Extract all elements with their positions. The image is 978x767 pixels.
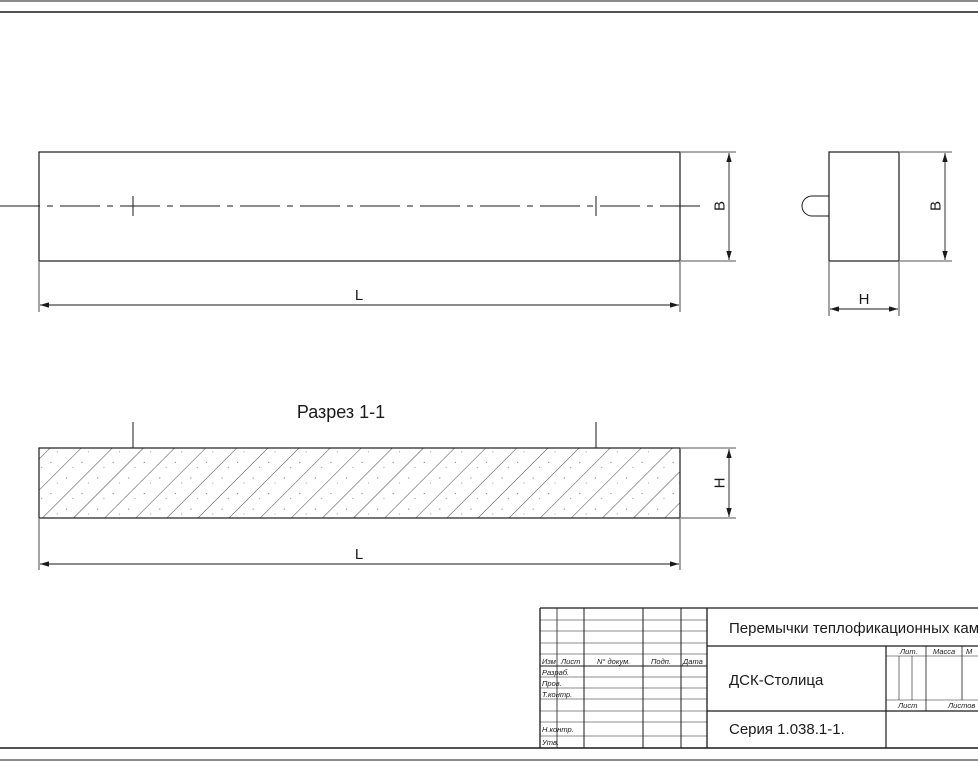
tb-role-norm-control: Н.контр. (542, 725, 574, 734)
tb-label-mass: Масса (933, 647, 955, 656)
tb-series: Серия 1.038.1-1. (729, 721, 845, 738)
front-height-label: B (712, 201, 729, 211)
section-view: Разрез 1-1 H L (38, 402, 736, 570)
tb-header-doc-no: N° докум. (597, 657, 630, 666)
section-outline (38, 447, 681, 519)
side-view: B H (801, 151, 952, 316)
tb-role-developer: Разраб. (542, 668, 569, 677)
front-view-outline (38, 151, 681, 262)
tb-header-date: Дата (682, 657, 703, 666)
tb-role-approved: Утв. (541, 738, 559, 747)
tb-role-tech-control: Т.контр. (542, 690, 572, 699)
lifting-loop (801, 195, 829, 217)
side-view-outline (828, 151, 900, 262)
tb-company: ДСК-Столица (729, 672, 824, 689)
section-length-label: L (355, 546, 363, 563)
tb-header-izm: Изм (542, 657, 556, 666)
tb-header-list: Лист (560, 657, 580, 666)
tb-header-sign: Подп. (651, 657, 671, 666)
title-block: Изм Лист N° докум. Подп. Дата Разраб. Пр… (539, 607, 978, 748)
side-height-label: B (928, 201, 945, 211)
tb-label-lit: Лит. (899, 647, 918, 656)
section-height-label: H (712, 478, 729, 489)
section-hatch (39, 448, 680, 518)
side-width-label: H (859, 291, 870, 308)
tb-label-sheets: Листов (947, 701, 975, 710)
front-length-label: L (355, 287, 363, 304)
tb-title: Перемычки теплофикационных каме (729, 620, 978, 637)
tb-role-checked: Пров. (542, 679, 562, 688)
tb-label-sheet: Лист (897, 701, 917, 710)
front-view: B L (0, 151, 736, 312)
tb-label-scale: М (966, 647, 973, 656)
section-title: Разрез 1-1 (297, 402, 385, 422)
